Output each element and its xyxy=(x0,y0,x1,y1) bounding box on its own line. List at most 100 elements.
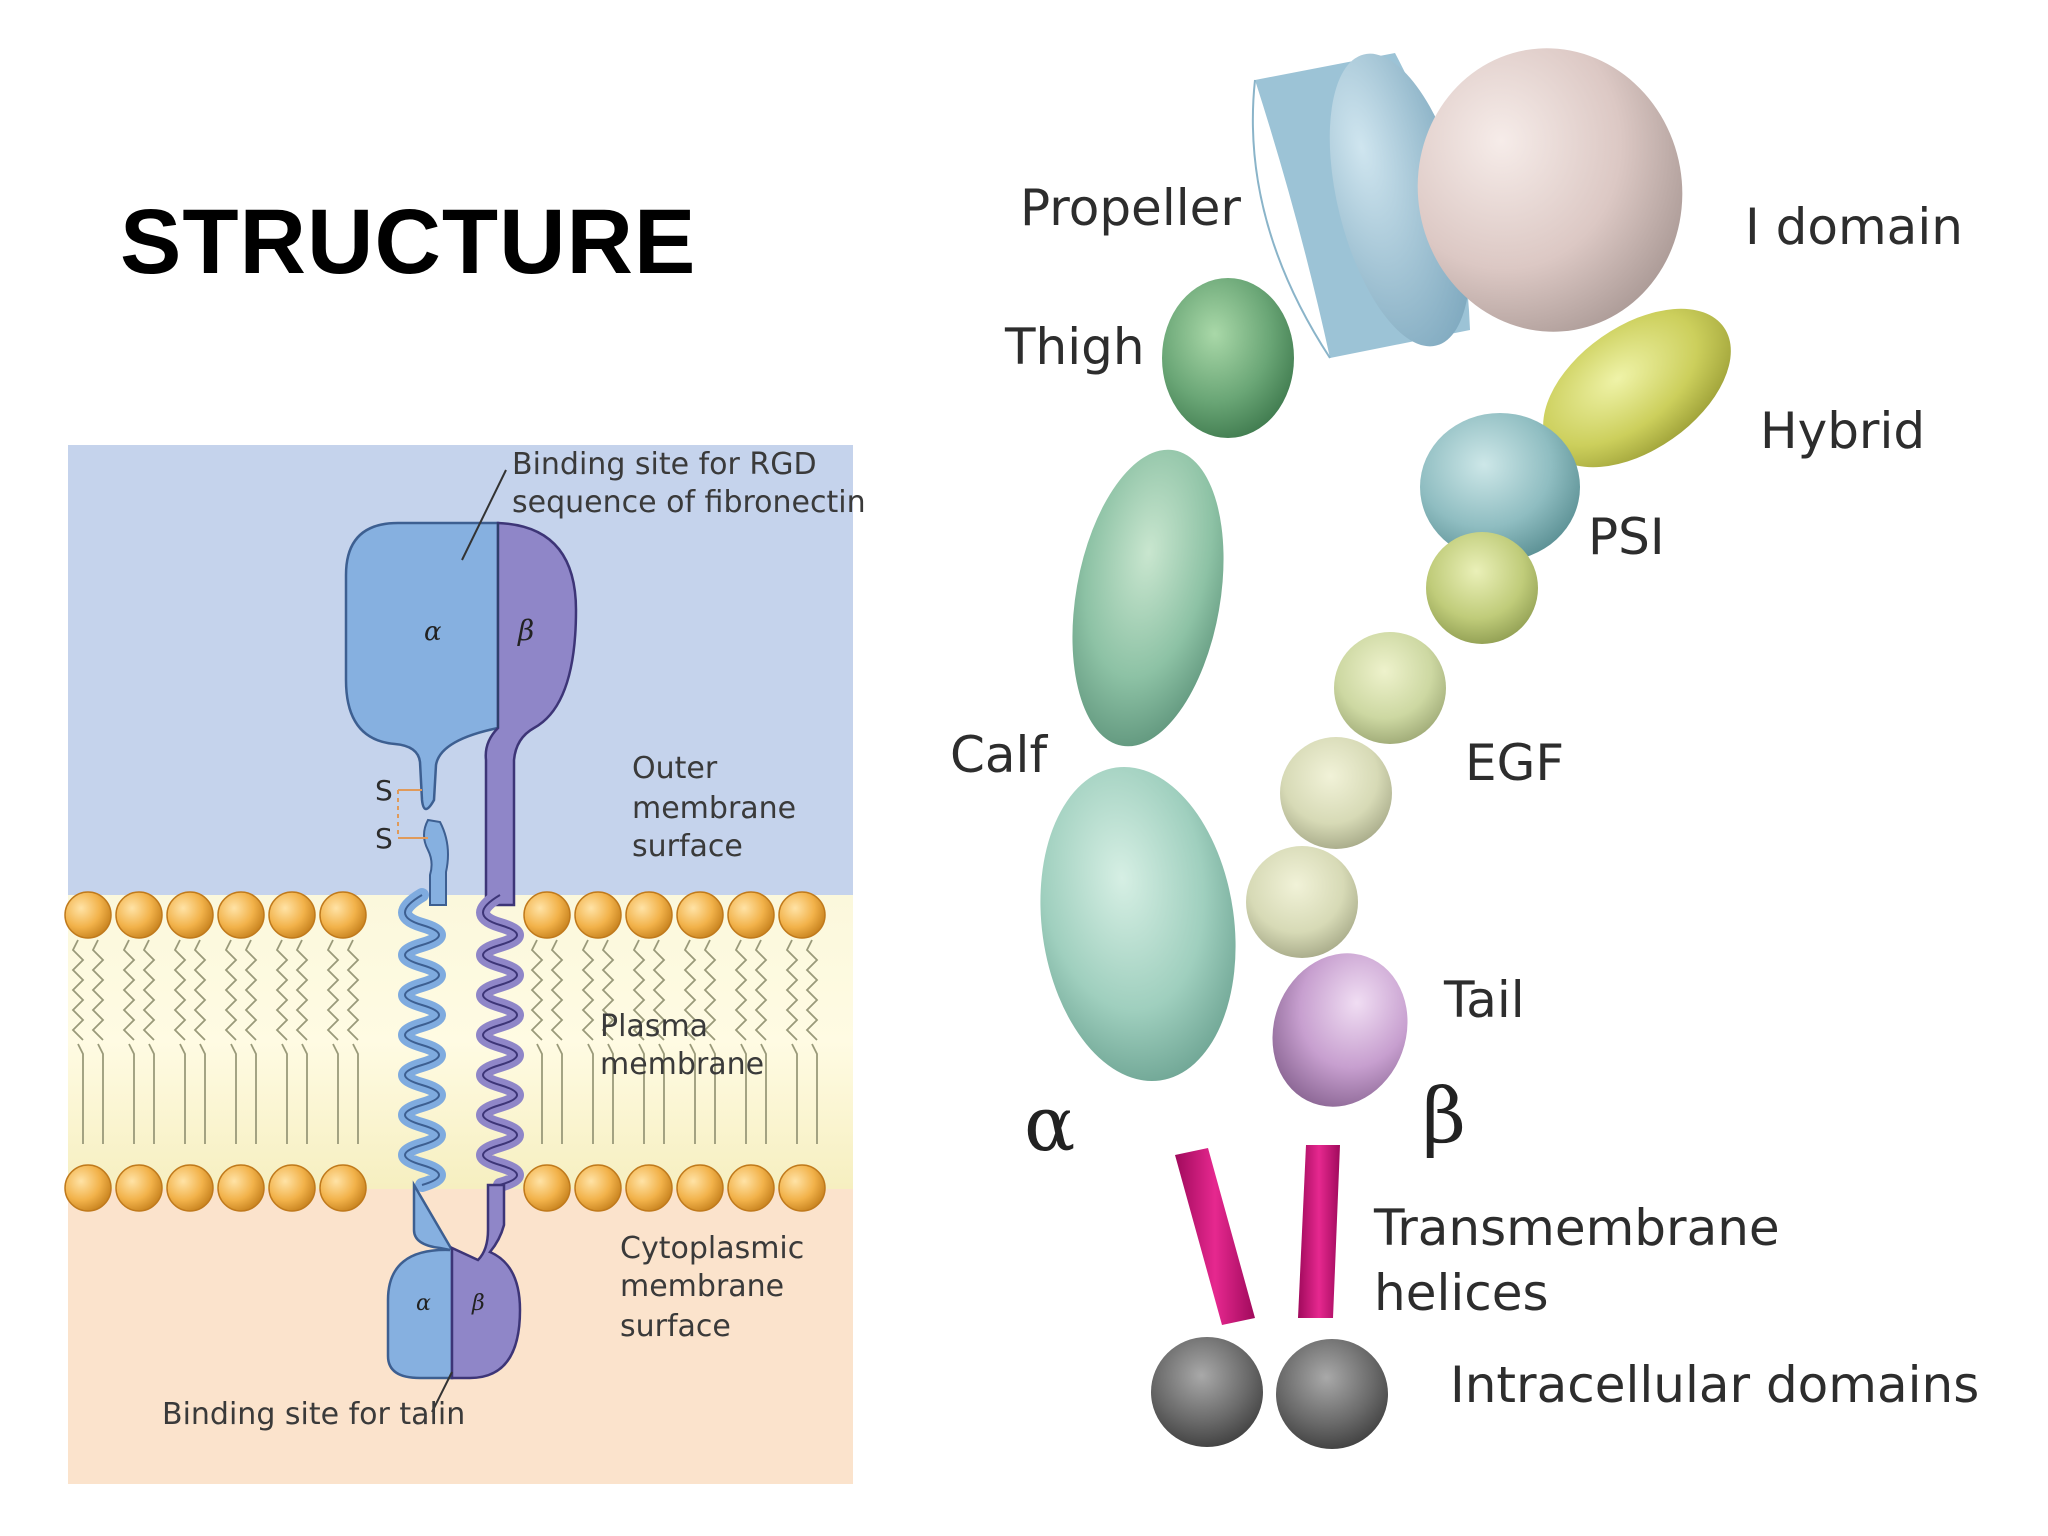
tail-domain xyxy=(1272,953,1408,1107)
lipid-tail xyxy=(556,1043,563,1144)
lipid-tail xyxy=(683,939,697,1041)
lipid-tail xyxy=(332,1043,339,1144)
rgd-label-line2: sequence of fibronectin xyxy=(512,485,866,520)
lipid-heads xyxy=(64,891,826,1212)
lipid-tail xyxy=(71,939,85,1041)
lipid-tail xyxy=(689,1043,696,1144)
cyto-label-line2: membrane xyxy=(620,1269,784,1304)
lipid-tail xyxy=(805,939,819,1041)
alpha-transmembrane-helix xyxy=(1175,1148,1255,1325)
hybrid-label: Hybrid xyxy=(1760,402,1925,460)
egf-domain-2 xyxy=(1334,632,1446,744)
calf-lower-domain xyxy=(1040,766,1236,1082)
lipid-tail xyxy=(601,939,615,1041)
lipid-tail xyxy=(754,939,768,1041)
outer-label-line2: membrane xyxy=(632,791,796,826)
right-panel: Propeller I domain Thigh Hybrid PSI Calf… xyxy=(950,48,1979,1449)
left-panel: S S α β α β Binding site for RGD sequenc… xyxy=(64,445,866,1484)
lipid-head xyxy=(64,891,112,939)
lipid-head xyxy=(778,891,826,939)
lipid-head xyxy=(676,1164,724,1212)
lipid-tail xyxy=(632,939,646,1041)
outer-label-line3: surface xyxy=(632,829,743,864)
alpha-small-label: α xyxy=(416,1291,431,1316)
lipid-head xyxy=(319,891,367,939)
lipid-tail xyxy=(122,939,136,1041)
lipid-tail xyxy=(550,939,564,1041)
psi-label: PSI xyxy=(1588,508,1665,566)
alpha-coil-outline xyxy=(404,894,440,1186)
lipid-head xyxy=(319,1164,367,1212)
slide-title: STRUCTURE xyxy=(120,191,697,293)
lipid-tail xyxy=(128,1043,135,1144)
calf-upper-domain xyxy=(1072,449,1224,747)
egf-domain-4 xyxy=(1246,846,1358,958)
beta-coil-outline xyxy=(482,894,518,1186)
beta-cyto-tail xyxy=(450,1183,522,1380)
disulfide-s2: S xyxy=(375,822,393,855)
beta-small-label: β xyxy=(471,1291,485,1316)
plasma-label-line1: Plasma xyxy=(600,1009,708,1044)
lipid-tail xyxy=(581,939,595,1041)
lipid-tail xyxy=(587,1043,594,1144)
disulfide-s1: S xyxy=(375,774,393,807)
rgd-label-line1: Binding site for RGD xyxy=(512,447,817,482)
alpha-label: α xyxy=(424,617,442,647)
thigh-label: Thigh xyxy=(1004,318,1145,376)
lipid-head xyxy=(727,891,775,939)
alpha-head xyxy=(344,521,500,811)
beta-transmembrane-helix xyxy=(1298,1145,1340,1318)
tail-label: Tail xyxy=(1443,971,1525,1029)
lipid-head xyxy=(64,1164,112,1212)
egf-domain-3 xyxy=(1280,737,1392,849)
lipid-head xyxy=(115,1164,163,1212)
lipid-head xyxy=(676,891,724,939)
calf-label: Calf xyxy=(950,726,1048,784)
lipid-tail xyxy=(77,1043,84,1144)
talin-leader-line xyxy=(431,1371,453,1413)
outer-label-line1: Outer xyxy=(632,751,718,786)
lipid-tail xyxy=(148,1043,155,1144)
membrane-region xyxy=(68,895,853,1189)
cyto-label-line3: surface xyxy=(620,1309,731,1344)
lipid-tail xyxy=(352,1043,359,1144)
hybrid-domain xyxy=(1543,308,1731,468)
lipid-head xyxy=(268,1164,316,1212)
lipid-tail xyxy=(760,1043,767,1144)
lipid-head xyxy=(778,1164,826,1212)
lipid-head xyxy=(115,891,163,939)
i-domain-label: I domain xyxy=(1745,198,1963,256)
lipid-head xyxy=(523,891,571,939)
lipid-tail xyxy=(281,1043,288,1144)
lipid-tail xyxy=(250,1043,257,1144)
plasma-label-line2: membrane xyxy=(600,1047,764,1082)
lipid-tail xyxy=(530,939,544,1041)
alpha-chain-label: α xyxy=(1024,1079,1075,1168)
i-domain xyxy=(1417,48,1683,332)
alpha-intracellular-domain xyxy=(1151,1337,1263,1447)
lipid-head xyxy=(574,1164,622,1212)
lipid-tail xyxy=(709,1043,716,1144)
lipid-tail xyxy=(295,939,309,1041)
lipid-tail xyxy=(142,939,156,1041)
lipid-tail xyxy=(346,939,360,1041)
lipid-tail xyxy=(703,939,717,1041)
lipid-tail xyxy=(230,1043,237,1144)
beta-chain-label: β xyxy=(1422,1071,1466,1160)
lipid-head xyxy=(166,891,214,939)
lipid-tail xyxy=(224,939,238,1041)
lipid-head xyxy=(574,891,622,939)
lipid-head xyxy=(625,1164,673,1212)
rgd-leader-line xyxy=(461,469,507,561)
lipid-tail xyxy=(536,1043,543,1144)
lipid-tail xyxy=(301,1043,308,1144)
lipid-tail xyxy=(91,939,105,1041)
lipid-tail xyxy=(173,939,187,1041)
lipid-tails xyxy=(71,939,819,1144)
cyto-label-line1: Cytoplasmic xyxy=(620,1231,804,1266)
talin-label: Binding site for talin xyxy=(162,1397,465,1432)
lipid-head xyxy=(625,891,673,939)
lipid-tail xyxy=(199,1043,206,1144)
beta-intracellular-domain xyxy=(1276,1339,1388,1449)
